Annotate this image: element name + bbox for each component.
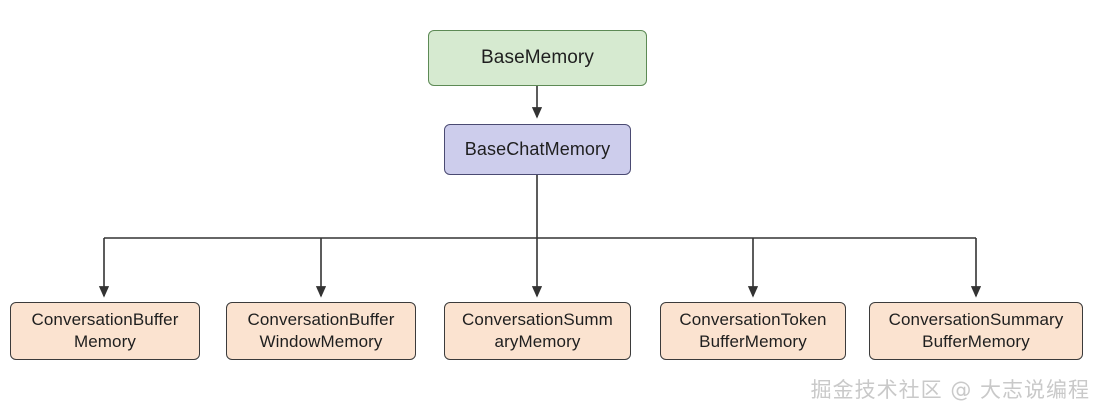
node-conversation-token-buffer-memory[interactable]: ConversationToken BufferMemory [660, 302, 846, 360]
node-conversation-summary-buffer-memory-label: ConversationSummary BufferMemory [888, 310, 1064, 351]
node-conversation-summary-memory[interactable]: ConversationSumm aryMemory [444, 302, 631, 360]
node-conversation-buffer-window-memory-label: ConversationBuffer WindowMemory [247, 310, 395, 351]
node-conversation-buffer-memory[interactable]: ConversationBuffer Memory [10, 302, 200, 360]
node-conversation-buffer-window-memory[interactable]: ConversationBuffer WindowMemory [226, 302, 416, 360]
node-conversation-summary-memory-label: ConversationSumm aryMemory [462, 310, 613, 351]
node-base-memory-label: BaseMemory [481, 46, 594, 68]
node-base-chat-memory-label: BaseChatMemory [464, 138, 611, 159]
node-conversation-buffer-memory-label: ConversationBuffer Memory [31, 310, 179, 351]
node-conversation-summary-buffer-memory[interactable]: ConversationSummary BufferMemory [869, 302, 1083, 360]
watermark-text: 掘金技术社区 @ 大志说编程 [810, 378, 1090, 402]
node-conversation-token-buffer-memory-label: ConversationToken BufferMemory [679, 310, 827, 351]
node-base-memory[interactable]: BaseMemory [428, 30, 647, 86]
node-base-chat-memory[interactable]: BaseChatMemory [444, 124, 631, 175]
